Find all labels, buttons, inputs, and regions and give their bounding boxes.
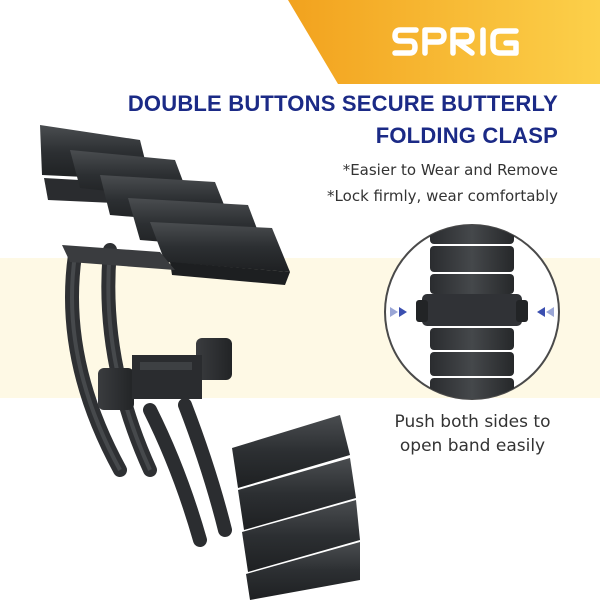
feature-text: *Easier to Wear and Remove [342,161,558,179]
brand-logo [392,22,522,60]
upper-band-links [40,125,290,285]
double-chevron-left-icon [537,307,554,317]
double-chevron-right-icon [390,307,407,317]
feature-text: *Lock firmly, wear comfortably [327,187,558,205]
headline: DOUBLE BUTTONS SECURE BUTTERLY FOLDING C… [128,88,558,152]
headline-line-2: FOLDING CLASP [375,123,558,148]
closeup-circle [382,222,562,402]
lower-band-links [232,415,360,600]
headline-line-1: DOUBLE BUTTONS SECURE BUTTERLY [127,91,558,116]
callout-caption: Push both sides to open band easily [370,410,575,458]
callout-line-2: open band easily [399,436,546,456]
band-clasp-illustration [0,120,360,600]
callout-line-1: Push both sides to [394,412,551,432]
